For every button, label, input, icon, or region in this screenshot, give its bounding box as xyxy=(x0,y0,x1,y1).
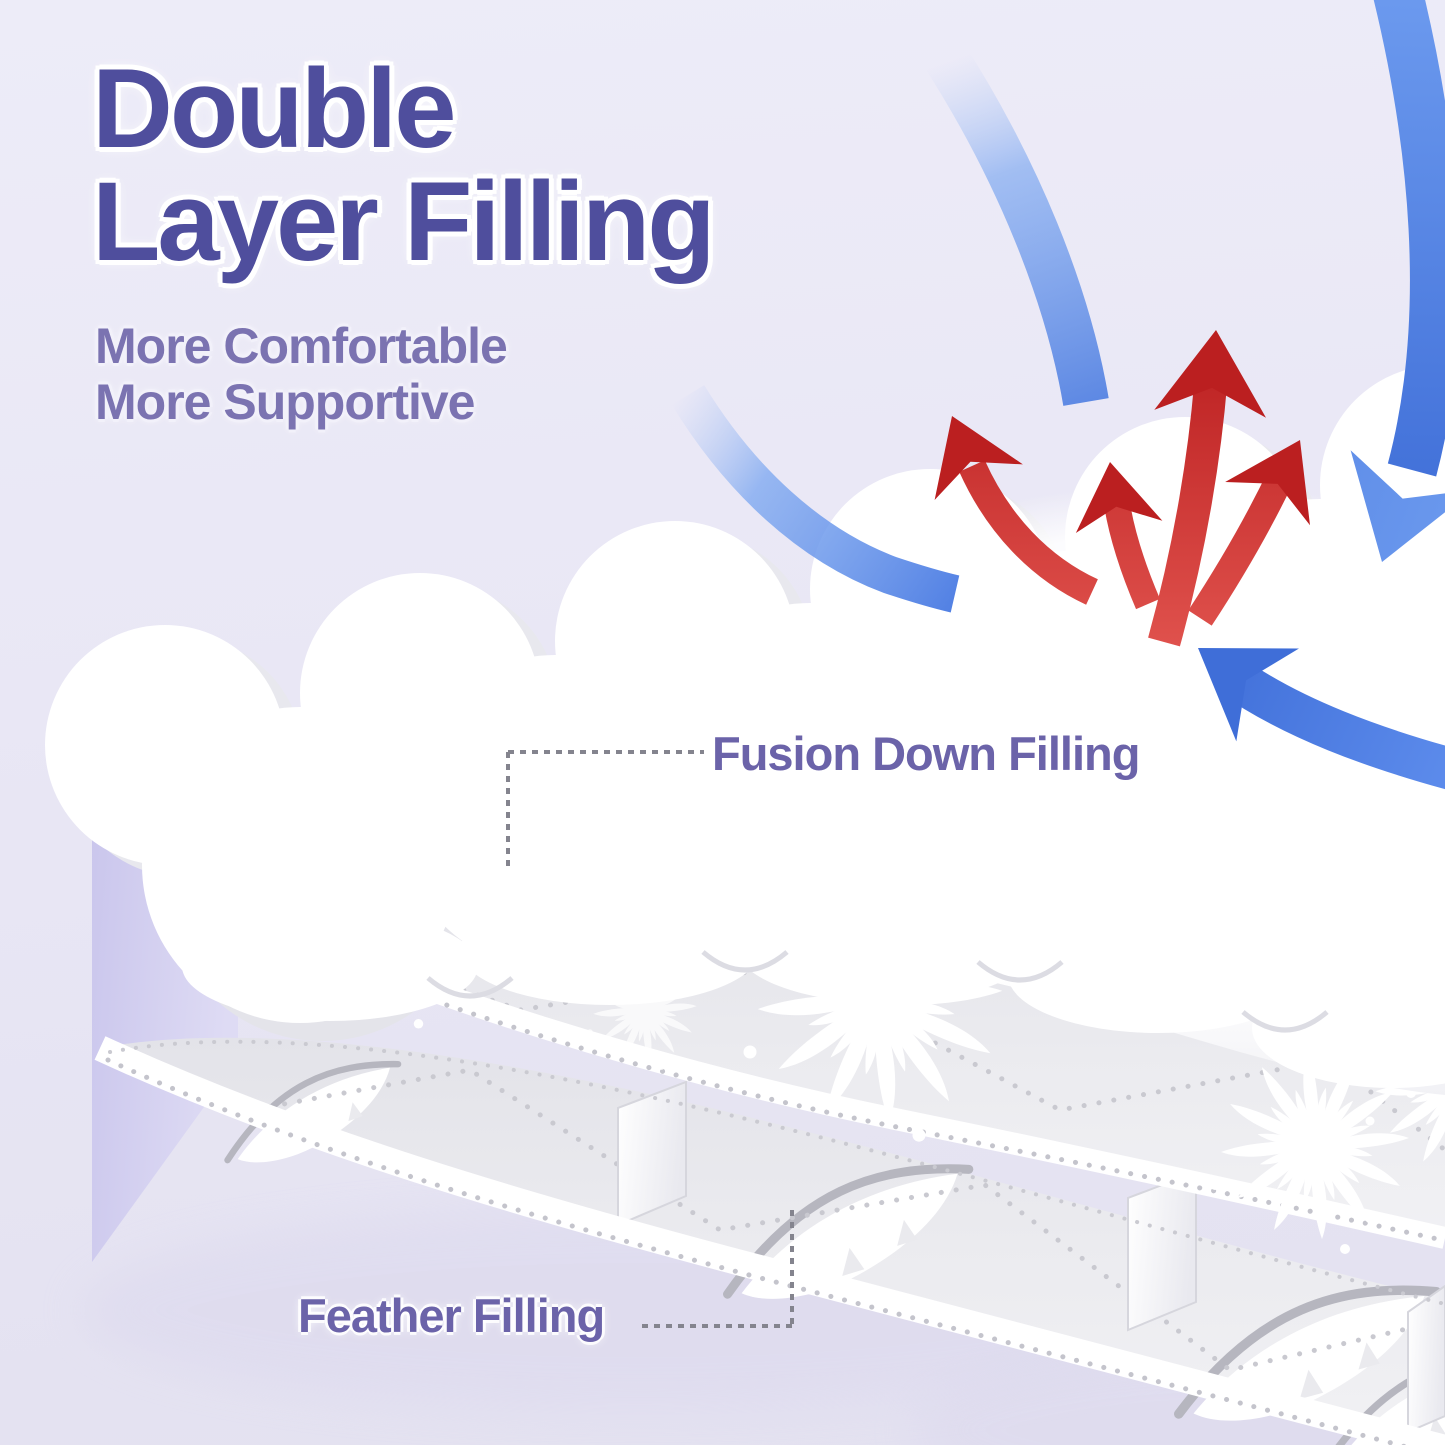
feather-leader-line-horizontal xyxy=(642,1324,792,1328)
fusion-leader-line-horizontal xyxy=(508,750,704,754)
page-title: Double Layer Filling xyxy=(92,46,716,285)
feather-leader-line-vertical xyxy=(790,1210,794,1328)
heat-arrow-red-3 xyxy=(1148,326,1272,647)
subtitle-line-1: More Comfortable xyxy=(95,318,508,374)
airflow-arrow-blue-left xyxy=(671,385,1011,656)
airflow-arrow-blue-center xyxy=(922,39,1168,500)
subtitle: More Comfortable More Supportive xyxy=(95,318,508,430)
fusion-down-filling-label: Fusion Down Filling xyxy=(712,727,1140,780)
title-line-1: Double xyxy=(92,46,457,171)
subtitle-line-2: More Supportive xyxy=(95,374,475,430)
heat-arrow-red-2 xyxy=(1066,455,1163,610)
heat-arrow-red-4 xyxy=(1188,418,1343,626)
title-line-2: Layer Filling xyxy=(92,159,716,285)
airflow-arrow-blue-right xyxy=(1320,0,1445,582)
feather-filling-label: Feather Filling xyxy=(298,1289,605,1342)
fusion-leader-line-vertical xyxy=(506,752,510,868)
airflow-arrow-blue-return xyxy=(1166,601,1445,790)
heat-arrow-red-1 xyxy=(907,398,1099,605)
